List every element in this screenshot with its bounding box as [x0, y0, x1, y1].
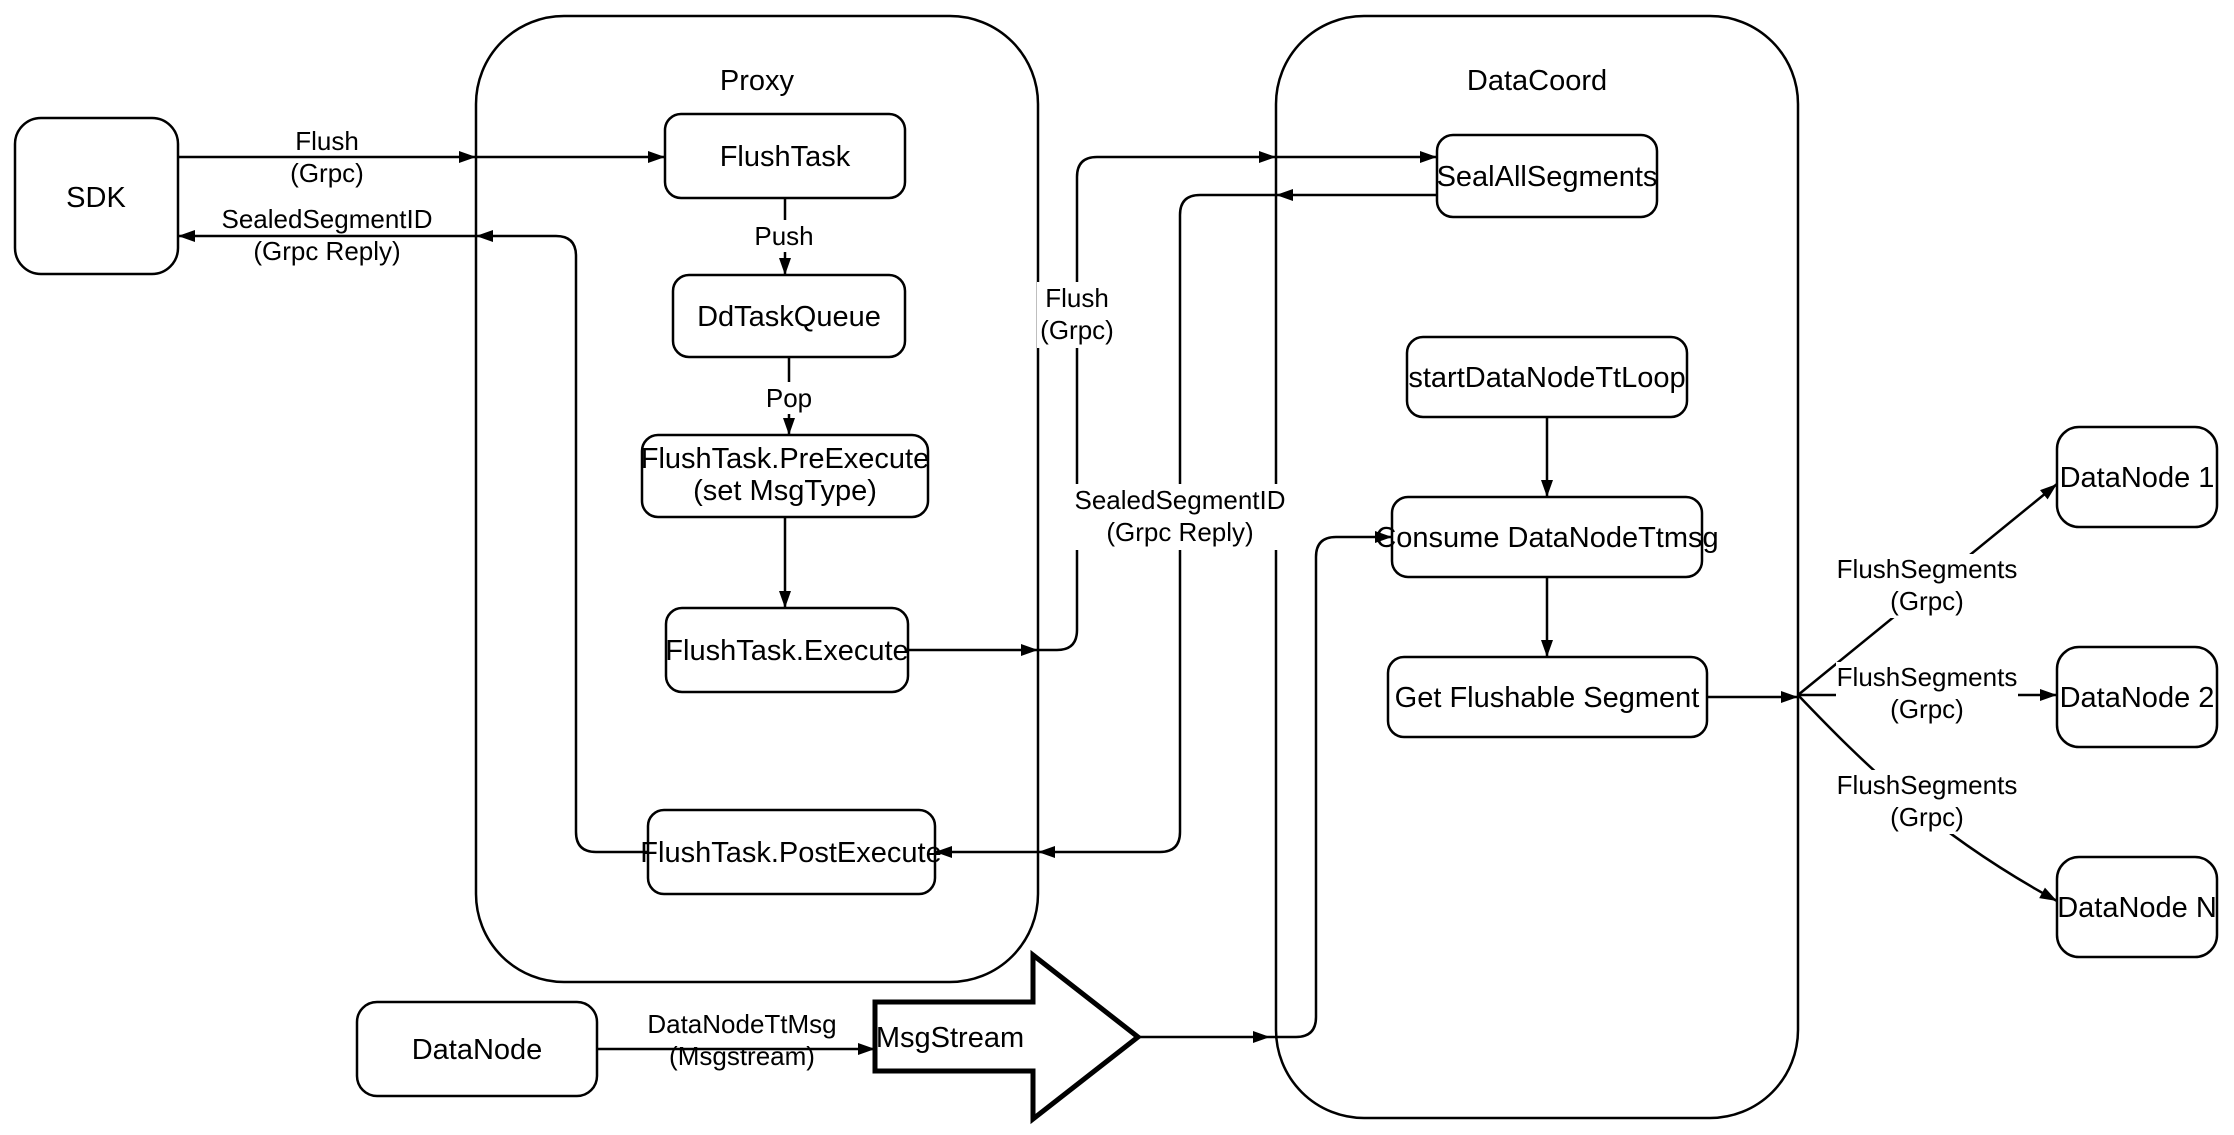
svg-text:Pop: Pop — [766, 383, 812, 413]
datanode-source-node: DataNode — [355, 1000, 599, 1098]
svg-text:(Grpc): (Grpc) — [290, 158, 364, 188]
datanode-source-node-shape — [355, 1000, 599, 1098]
datanoden-node-shape — [2055, 855, 2219, 959]
edge-label-push: Push — [751, 220, 817, 252]
svg-text:DataNode N: DataNode N — [2057, 892, 2217, 924]
startdatanodettloop-node: startDataNodeTtLoop — [1405, 335, 1689, 419]
svg-text:DdTaskQueue: DdTaskQueue — [697, 301, 881, 333]
svg-text:FlushTask.PreExecute: FlushTask.PreExecute — [641, 443, 930, 475]
svg-text:(Grpc Reply): (Grpc Reply) — [1106, 517, 1253, 547]
flushtask-preexecute-node: FlushTask.PreExecute (set MsgType) — [640, 433, 930, 519]
edge-label-sealedsegmentid-sdk: SealedSegmentID (Grpc Reply) — [221, 204, 432, 266]
sealallsegments-node-shape — [1435, 133, 1659, 219]
edge-label-flush-mid: Flush (Grpc) — [1037, 282, 1117, 348]
sealallsegments-node: SealAllSegments — [1435, 133, 1659, 219]
svg-text:(Grpc): (Grpc) — [1890, 586, 1964, 616]
datanoden-node: DataNode N — [2055, 855, 2219, 959]
startdatanodettloop-node-shape — [1405, 335, 1689, 419]
svg-text:DataNodeTtMsg: DataNodeTtMsg — [647, 1009, 836, 1039]
datanode2-node: DataNode 2 — [2055, 645, 2219, 749]
flushsegments3-label-bg — [1836, 770, 2018, 834]
datacoord-container-title: DataCoord — [1467, 65, 1607, 97]
proxy-container-border — [474, 14, 1040, 984]
get-flushable-segment-node-shape — [1386, 655, 1709, 739]
msgstream-block-arrow-shape — [872, 949, 1143, 1125]
flush-mid-label-bg — [1037, 282, 1117, 348]
svg-text:startDataNodeTtLoop: startDataNodeTtLoop — [1408, 362, 1685, 394]
push-label-bg — [751, 220, 817, 252]
svg-text:FlushSegments: FlushSegments — [1837, 554, 2018, 584]
svg-text:Flush: Flush — [1045, 283, 1109, 313]
edge-msgstream-to-consume — [1270, 531, 1392, 1039]
svg-text:(Grpc): (Grpc) — [1040, 315, 1114, 345]
svg-text:(Grpc Reply): (Grpc Reply) — [253, 236, 400, 266]
svg-text:SealAllSegments: SealAllSegments — [1437, 161, 1658, 193]
flushtask-execute-node-shape — [664, 606, 910, 694]
flushtask-node-shape — [663, 112, 907, 200]
flushsegments1-label-bg — [1836, 554, 2018, 618]
svg-text:(Msgstream): (Msgstream) — [669, 1041, 815, 1071]
edge-label-flushsegments-2: FlushSegments (Grpc) — [1836, 662, 2018, 726]
datanode1-node-shape — [2055, 425, 2219, 529]
edge-labels: Flush (Grpc) SealedSegmentID (Grpc Reply… — [221, 126, 2018, 1071]
svg-text:FlushSegments: FlushSegments — [1837, 662, 2018, 692]
consume-datanodettmsg-node-shape — [1390, 495, 1704, 579]
edge-reply-out-of-proxy — [476, 230, 648, 854]
svg-text:DataNode 1: DataNode 1 — [2060, 462, 2215, 494]
sdk-node-shape — [13, 116, 180, 276]
flushtask-execute-node: FlushTask.Execute — [664, 606, 910, 694]
ddtaskqueue-node: DdTaskQueue — [671, 273, 907, 359]
edge-label-flushsegments-1: FlushSegments (Grpc) — [1836, 554, 2018, 618]
edge-label-pop: Pop — [759, 382, 819, 414]
svg-text:Consume DataNodeTtmsg: Consume DataNodeTtmsg — [1375, 522, 1718, 554]
svg-text:MsgStream: MsgStream — [876, 1022, 1024, 1054]
svg-text:(Grpc): (Grpc) — [1890, 802, 1964, 832]
edge-flush-to-datacoord-border — [1038, 151, 1276, 652]
svg-text:DataNode 2: DataNode 2 — [2060, 682, 2215, 714]
get-flushable-segment-node: Get Flushable Segment — [1386, 655, 1709, 739]
datacoord-container-border — [1274, 14, 1800, 1120]
flushtask-node: FlushTask — [663, 112, 907, 200]
flushtask-postexecute-node: FlushTask.PostExecute — [640, 808, 942, 896]
svg-text:SDK: SDK — [66, 182, 126, 214]
msgstream-node: MsgStream — [872, 949, 1143, 1125]
nodes: SDK FlushTask DdTaskQueue FlushTask.PreE… — [13, 112, 2219, 1125]
datanode2-node-shape — [2055, 645, 2219, 749]
svg-text:FlushTask.PostExecute: FlushTask.PostExecute — [640, 837, 941, 869]
svg-text:(Grpc): (Grpc) — [1890, 694, 1964, 724]
flushtask-preexecute-node-shape — [640, 433, 930, 519]
sdk-node: SDK — [13, 116, 180, 276]
svg-text:SealedSegmentID: SealedSegmentID — [221, 204, 432, 234]
svg-text:Flush: Flush — [295, 126, 359, 156]
svg-text:Push: Push — [754, 221, 813, 251]
datanode1-node: DataNode 1 — [2055, 425, 2219, 529]
edges — [178, 151, 2058, 1055]
edge-label-flushsegments-3: FlushSegments (Grpc) — [1836, 770, 2018, 834]
svg-text:(set MsgType): (set MsgType) — [693, 475, 877, 507]
proxy-container-title: Proxy — [720, 65, 795, 97]
flushsegments2-label-bg — [1836, 662, 2018, 726]
svg-text:FlushTask: FlushTask — [720, 141, 851, 173]
proxy-container: Proxy — [474, 14, 1040, 984]
datacoord-container: DataCoord — [1274, 14, 1800, 1120]
edge-label-datanodettmsg: DataNodeTtMsg (Msgstream) — [647, 1009, 836, 1071]
svg-text:DataNode: DataNode — [412, 1034, 543, 1066]
svg-text:Get Flushable Segment: Get Flushable Segment — [1395, 682, 1700, 714]
svg-text:FlushSegments: FlushSegments — [1837, 770, 2018, 800]
consume-datanodettmsg-node: Consume DataNodeTtmsg — [1375, 495, 1719, 579]
flushtask-postexecute-node-shape — [646, 808, 937, 896]
edge-label-sealedsegmentid-mid: SealedSegmentID (Grpc Reply) — [1063, 484, 1297, 550]
ddtaskqueue-node-shape — [671, 273, 907, 359]
svg-text:SealedSegmentID: SealedSegmentID — [1074, 485, 1285, 515]
sealed-mid-label-bg — [1063, 484, 1297, 550]
pop-label-bg — [759, 382, 819, 414]
svg-text:FlushTask.Execute: FlushTask.Execute — [665, 635, 908, 667]
edge-label-flush-sdk: Flush (Grpc) — [290, 126, 364, 188]
